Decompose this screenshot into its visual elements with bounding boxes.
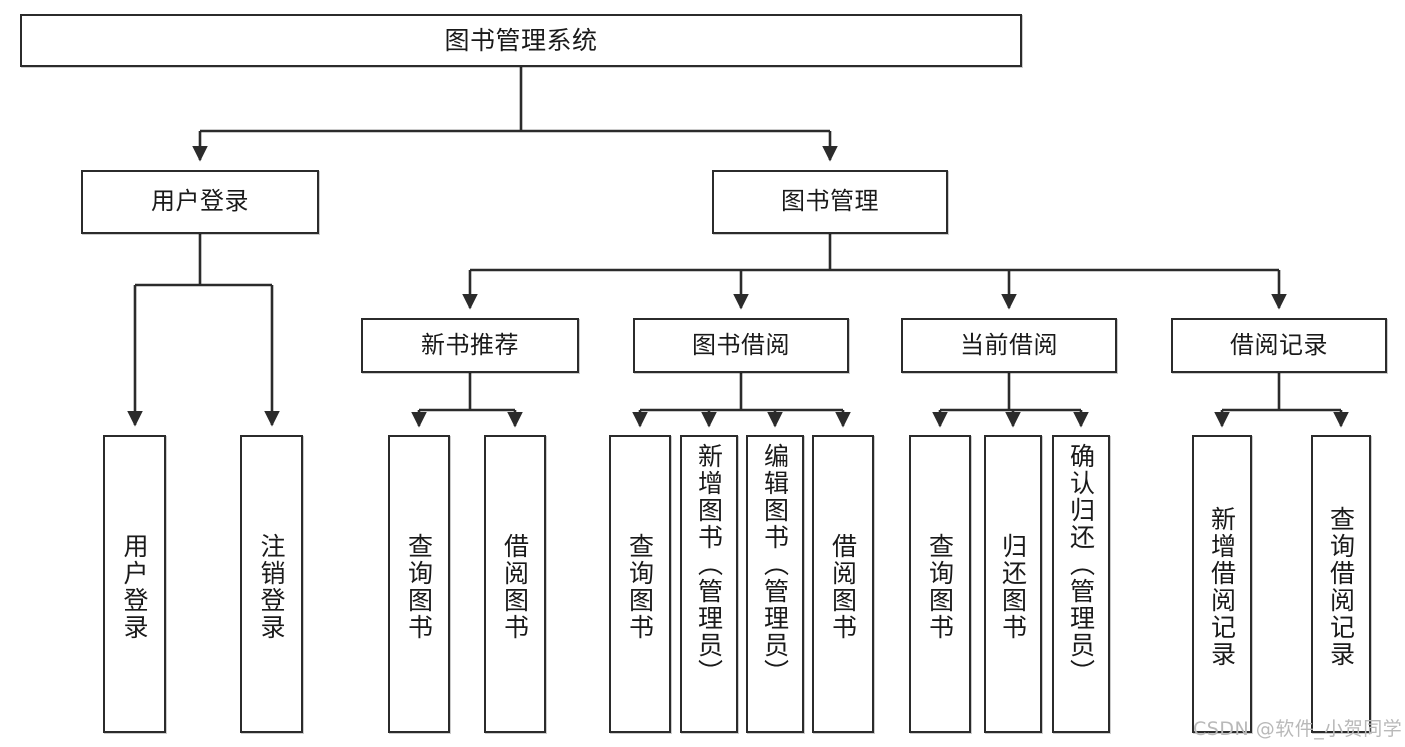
node-leaf-query-book-1[interactable]: 查询图书	[388, 435, 450, 733]
node-leaf-query-book-3[interactable]: 查询图书	[909, 435, 971, 733]
node-user-login-label: 用户登录	[151, 187, 249, 216]
node-book-borrow-label: 图书借阅	[692, 330, 790, 359]
node-leaf-edit-book[interactable]: 编辑图书（管理员）	[746, 435, 804, 733]
node-leaf-borrow-book-2-label: 借阅图书	[828, 533, 858, 641]
node-book-management[interactable]: 图书管理	[712, 170, 948, 234]
node-borrow-record[interactable]: 借阅记录	[1171, 318, 1387, 373]
node-leaf-borrow-book-1-label: 借阅图书	[500, 533, 530, 641]
node-leaf-logout-label: 注销登录	[257, 533, 286, 641]
node-leaf-query-book-1-label: 查询图书	[404, 533, 434, 641]
node-book-management-label: 图书管理	[781, 187, 879, 216]
node-new-book-recommend-label: 新书推荐	[421, 330, 519, 359]
node-leaf-add-borrow-record[interactable]: 新增借阅记录	[1192, 435, 1252, 733]
node-leaf-user-login-label: 用户登录	[120, 533, 149, 641]
node-leaf-query-borrow-record[interactable]: 查询借阅记录	[1311, 435, 1371, 733]
node-root[interactable]: 图书管理系统	[20, 14, 1022, 67]
node-leaf-confirm-return[interactable]: 确认归还（管理员）	[1052, 435, 1110, 733]
node-leaf-edit-book-label: 编辑图书（管理员）	[760, 443, 790, 686]
node-leaf-add-book[interactable]: 新增图书（管理员）	[680, 435, 738, 733]
node-current-borrow-label: 当前借阅	[960, 330, 1058, 359]
node-leaf-logout[interactable]: 注销登录	[240, 435, 303, 733]
node-leaf-add-book-label: 新增图书（管理员）	[694, 443, 724, 686]
watermark: CSDN @软件_小贺同学	[1193, 718, 1403, 740]
node-leaf-query-borrow-record-label: 查询借阅记录	[1326, 506, 1356, 668]
node-leaf-return-book-label: 归还图书	[998, 533, 1028, 641]
node-user-login[interactable]: 用户登录	[81, 170, 319, 234]
node-leaf-borrow-book-1[interactable]: 借阅图书	[484, 435, 546, 733]
node-leaf-query-book-3-label: 查询图书	[925, 533, 955, 641]
node-borrow-record-label: 借阅记录	[1230, 330, 1328, 359]
node-leaf-borrow-book-2[interactable]: 借阅图书	[812, 435, 874, 733]
node-new-book-recommend[interactable]: 新书推荐	[361, 318, 579, 373]
node-root-label: 图书管理系统	[444, 26, 598, 55]
node-leaf-user-login[interactable]: 用户登录	[103, 435, 166, 733]
node-book-borrow[interactable]: 图书借阅	[633, 318, 849, 373]
node-leaf-return-book[interactable]: 归还图书	[984, 435, 1042, 733]
node-leaf-query-book-2-label: 查询图书	[625, 533, 655, 641]
node-leaf-confirm-return-label: 确认归还（管理员）	[1066, 443, 1096, 686]
node-leaf-add-borrow-record-label: 新增借阅记录	[1207, 506, 1237, 668]
node-current-borrow[interactable]: 当前借阅	[901, 318, 1117, 373]
node-leaf-query-book-2[interactable]: 查询图书	[609, 435, 671, 733]
